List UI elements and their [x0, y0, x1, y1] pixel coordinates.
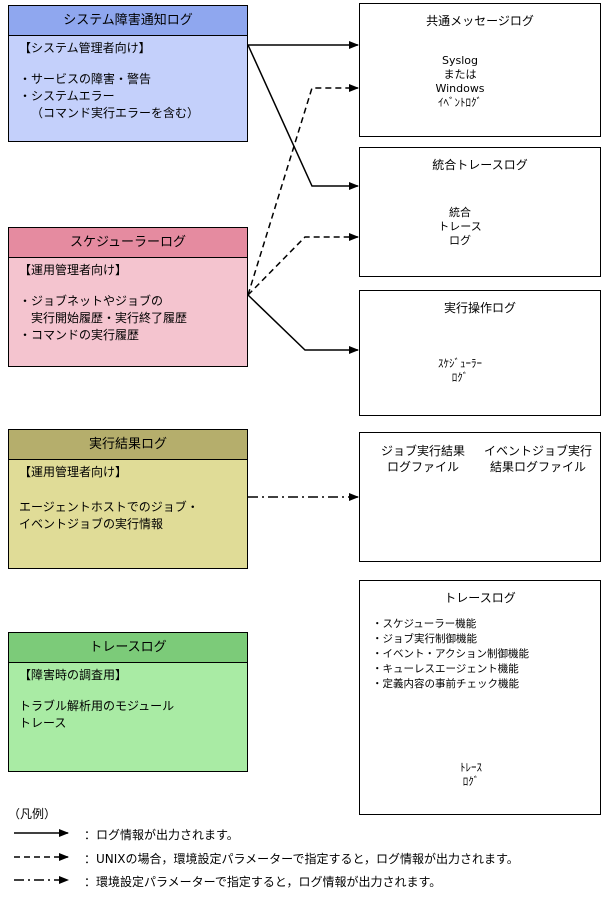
legend-dashdot-text: ：環境設定パラメーターで指定すると，ログ情報が出力されます。: [84, 875, 442, 889]
scheduler-log-role: 【運用管理者向け】: [19, 263, 128, 277]
system-failure-log-header: システム障害通知ログ: [9, 6, 247, 36]
execution-result-log-box: 実行結果ログ 【運用管理者向け】 エージェントホストでのジョブ・ イベントジョブ…: [8, 429, 248, 569]
job-result-log-file-label: ジョブ実行結果 ログファイル: [380, 444, 465, 474]
legend-title: （凡例）: [8, 807, 57, 821]
execution-operation-log-title: 実行操作ログ: [443, 301, 516, 315]
trace-log-cylinder-label: ﾄﾚｰｽ ﾛｸﾞ: [460, 761, 482, 788]
scheduler-log-item: ・コマンドの実行履歴: [19, 328, 140, 342]
legend-solid-text: ：ログ情報が出力されます。: [84, 828, 239, 842]
execution-operation-log-cylinder-label: ｽｹｼﾞｭｰﾗｰ ﾛｸﾞ: [438, 357, 482, 384]
event-job-result-log-file-label: イベントジョブ実行 結果ログファイル: [483, 444, 592, 474]
trace-log-role: 【障害時の調査用】: [19, 668, 128, 682]
result-log-role: 【運用管理者向け】: [19, 465, 128, 479]
trace-function-item: ・ジョブ実行制御機能: [372, 633, 477, 645]
scheduler-log-box: スケジューラーログ 【運用管理者向け】 ・ジョブネットやジョブの 実行開始履歴・…: [8, 227, 248, 367]
trace-log-body: 【障害時の調査用】 トラブル解析用のモジュール トレース: [9, 663, 247, 736]
integrated-trace-log-title: 統合トレースログ: [432, 158, 528, 172]
execution-result-log-body: 【運用管理者向け】 エージェントホストでのジョブ・ イベントジョブの実行情報: [9, 460, 247, 537]
scheduler-log-item: ・ジョブネットやジョブの 実行開始履歴・実行終了履歴: [19, 294, 188, 325]
system-failure-log-box: システム障害通知ログ 【システム管理者向け】 ・サービスの障害・警告 ・システム…: [8, 5, 248, 142]
common-message-log-cylinder-label: Syslog または Windows ｲﾍﾞﾝﾄﾛｸﾞ: [435, 54, 485, 109]
scheduler-log-header: スケジューラーログ: [9, 228, 247, 258]
arrow-scheduler-to-common-dashed: [247, 84, 359, 296]
common-message-log-box: 共通メッセージログ Syslog または Windows ｲﾍﾞﾝﾄﾛｸﾞ: [359, 3, 601, 137]
trace-function-item: ・定義内容の事前チェック機能: [372, 678, 519, 690]
trace-function-list: ・スケジューラー機能 ・ジョブ実行制御機能 ・イベント・アクション制御機能 ・キ…: [372, 617, 529, 692]
trace-function-item: ・スケジューラー機能: [372, 618, 477, 630]
integrated-trace-log-cylinder-label: 統合 トレース ログ: [438, 206, 482, 247]
trace-log-dest-box: トレースログ ・スケジューラー機能 ・ジョブ実行制御機能 ・イベント・アクション…: [359, 580, 601, 815]
execution-operation-log-box: 実行操作ログ ｽｹｼﾞｭｰﾗｰ ﾛｸﾞ: [359, 290, 601, 416]
trace-log-dest-title: トレースログ: [444, 591, 516, 605]
result-log-text: エージェントホストでのジョブ・ イベントジョブの実行情報: [19, 500, 199, 531]
system-failure-log-body: 【システム管理者向け】 ・サービスの障害・警告 ・システムエラー （コマンド実行…: [9, 36, 247, 126]
trace-log-header: トレースログ: [9, 633, 247, 663]
result-log-files-box: ジョブ実行結果 ログファイル イベントジョブ実行 結果ログファイル: [359, 432, 601, 562]
system-log-item: ・システムエラー （コマンド実行エラーを含む）: [19, 89, 200, 120]
trace-function-item: ・キューレスエージェント機能: [372, 663, 519, 675]
common-message-log-title: 共通メッセージログ: [426, 14, 534, 28]
arrow-scheduler-to-integrated-dashed: [247, 233, 359, 296]
scheduler-log-body: 【運用管理者向け】 ・ジョブネットやジョブの 実行開始履歴・実行終了履歴 ・コマ…: [9, 258, 247, 348]
execution-result-log-header: 実行結果ログ: [9, 430, 247, 460]
trace-function-item: ・イベント・アクション制御機能: [372, 648, 529, 660]
arrow-system-to-integrated: [247, 44, 359, 190]
trace-log-text: トラブル解析用のモジュール トレース: [19, 699, 175, 730]
system-log-role: 【システム管理者向け】: [19, 41, 151, 55]
system-log-item: ・サービスの障害・警告: [19, 72, 152, 86]
arrow-scheduler-to-exec-op: [247, 294, 359, 354]
legend-dashed-text: ：UNIXの場合，環境設定パラメーターで指定すると，ログ情報が出力されます。: [84, 852, 519, 866]
trace-log-box: トレースログ 【障害時の調査用】 トラブル解析用のモジュール トレース: [8, 632, 248, 772]
integrated-trace-log-box: 統合トレースログ 統合 トレース ログ: [359, 147, 601, 277]
